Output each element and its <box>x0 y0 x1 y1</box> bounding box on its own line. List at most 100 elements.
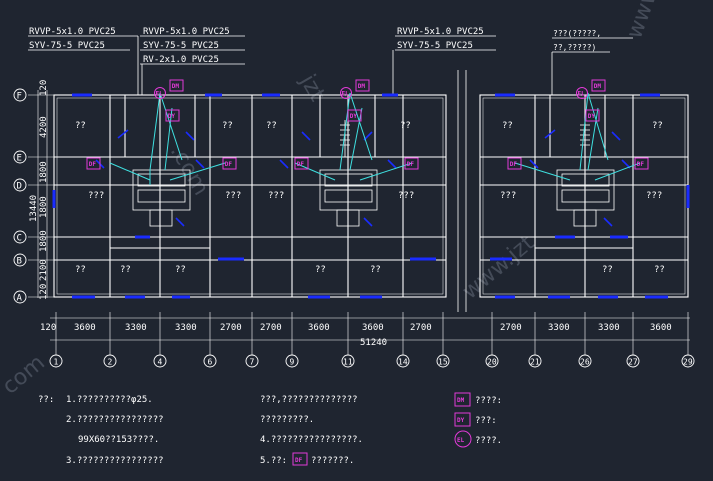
col-axis-bubble-29 <box>681 354 695 368</box>
floor-plan <box>52 92 690 299</box>
cable-label-left-b-2: SYV-75-5 PVC25 <box>143 41 219 51</box>
col-axis-bubble-15 <box>436 354 450 368</box>
cable-label-right-a-1: RVVP-5x1.0 PVC25 <box>397 27 484 37</box>
symbol-el-2-label: EL <box>342 91 350 98</box>
row-dimensions <box>37 90 48 298</box>
cable-label-left-a-1: RVVP-5x1.0 PVC25 <box>29 27 116 37</box>
legend-dy-symbol: DY <box>457 417 465 424</box>
watermark-1: www.yzt <box>622 0 677 42</box>
legend-dy-text: ???: <box>475 416 497 426</box>
symbol-dm-1-label: DM <box>172 83 180 90</box>
room-label-2: ?? <box>222 121 233 131</box>
window-marks <box>52 93 690 299</box>
col-axis-label-9: 9 <box>290 358 295 367</box>
room-label-11: ?? <box>370 265 381 275</box>
col-dim-10: 2700 <box>500 323 522 333</box>
col-dim-7: 3600 <box>308 323 330 333</box>
row-axis-bubble-F <box>13 88 27 102</box>
row-dim-6: 120 <box>39 284 49 300</box>
col-axis-bubble-21 <box>528 354 542 368</box>
col-axis-bubble-6 <box>203 354 217 368</box>
col-dim-11: 3300 <box>548 323 570 333</box>
watermark-5: com <box>0 350 50 399</box>
column-dimension-lines <box>50 317 690 341</box>
symbol-dy-2-box <box>347 109 362 122</box>
legend-dm-text: ????: <box>475 396 502 406</box>
row-dim-extra-1: 1800 <box>39 196 49 218</box>
col-axis-label-27: 27 <box>628 358 638 367</box>
room-label-8: ?? <box>120 265 131 275</box>
col-dim-1: 120 <box>40 323 56 333</box>
note-2: 2.???????????????? <box>66 415 164 425</box>
symbol-df-4-label: DF <box>407 161 415 168</box>
room-label-large-3: ??? <box>268 191 284 201</box>
col-axis-bubble-4 <box>153 354 167 368</box>
row-dim-1: 120 <box>39 80 49 96</box>
note-3r2: ?????????. <box>260 415 314 425</box>
col-axis-label-1: 1 <box>54 358 59 367</box>
cable-routes <box>109 92 641 185</box>
col-dim-8: 3600 <box>362 323 384 333</box>
symbol-dy-1-box <box>165 109 180 122</box>
col-dim-6: 2700 <box>260 323 282 333</box>
col-axis-label-2: 2 <box>108 358 113 367</box>
note-3r: ???,?????????????? <box>260 395 358 405</box>
note-1: 1.??????????φ25. <box>66 395 153 405</box>
row-axis-label-D: D <box>17 182 22 192</box>
room-label-6: ?? <box>652 121 663 131</box>
symbol-el-1-circle <box>154 87 166 99</box>
row-axis-bubble-D <box>13 178 27 192</box>
col-axis-label-7: 7 <box>250 358 255 367</box>
note-2b: 99X60??153????. <box>78 435 159 445</box>
df-symbol-note <box>292 452 308 466</box>
col-axis-bubble-20 <box>485 354 499 368</box>
room-label-9: ?? <box>175 265 186 275</box>
symbol-df-3-box <box>294 157 309 170</box>
row-axis-label-C: C <box>17 234 22 244</box>
symbol-dm-2-box <box>355 79 370 92</box>
note-5b: ???????. <box>311 456 354 466</box>
legend: DM ????: DY ???: EL ????. <box>454 392 502 448</box>
row-dim-5: 2100 <box>39 259 49 281</box>
note-4: 4.????????????????. <box>260 435 363 445</box>
legend-el-text: ????. <box>475 436 502 446</box>
room-label-large-5: ??? <box>500 191 516 201</box>
col-axis-label-6: 6 <box>208 358 213 367</box>
cable-label-left-b-3: RV-2x1.0 PVC25 <box>143 55 219 65</box>
col-axis-label-11: 11 <box>343 358 353 367</box>
room-label-large-4: ??? <box>398 191 414 201</box>
symbol-el-2-circle <box>340 87 352 99</box>
room-label-5: ?? <box>502 121 513 131</box>
watermark-2: jzt <box>294 70 329 106</box>
legend-dm-symbol: DM <box>457 397 465 404</box>
col-axis-bubble-9 <box>285 354 299 368</box>
cable-labels: RVVP-5x1.0 PVC25 SYV-75-5 PVC25 RVVP-5x1… <box>29 27 601 65</box>
room-label-7: ?? <box>75 265 86 275</box>
symbol-df-1-label: DF <box>89 161 97 168</box>
col-dim-12: 3300 <box>598 323 620 333</box>
room-label-large-1: ??? <box>88 191 104 201</box>
symbol-df-6-box <box>634 157 649 170</box>
row-axis-label-B: B <box>17 257 22 267</box>
row-axis-bubble-B <box>13 253 27 267</box>
notes-block: ??: 1.??????????φ25. 2.???????????????? … <box>38 395 363 466</box>
watermark-3: www.jzt <box>458 230 540 304</box>
label-leaders <box>28 35 633 312</box>
col-axis-bubble-14 <box>396 354 410 368</box>
col-axis-bubble-1 <box>49 354 63 368</box>
symbol-df-2-label: DF <box>225 161 233 168</box>
row-axis-label-A: A <box>17 294 23 304</box>
symbol-df-3-label: DF <box>297 161 305 168</box>
col-axis-bubble-26 <box>578 354 592 368</box>
col-dim-13: 3600 <box>650 323 672 333</box>
room-label-large-2: ??? <box>225 191 241 201</box>
row-dim-4: 1800 <box>39 230 49 252</box>
col-axis-label-26: 26 <box>580 358 590 367</box>
note-top-right-2: ??,?????) <box>553 43 596 52</box>
col-axis-bubble-7 <box>245 354 259 368</box>
room-label-4: ?? <box>400 121 411 131</box>
col-dim-4: 3300 <box>175 323 197 333</box>
